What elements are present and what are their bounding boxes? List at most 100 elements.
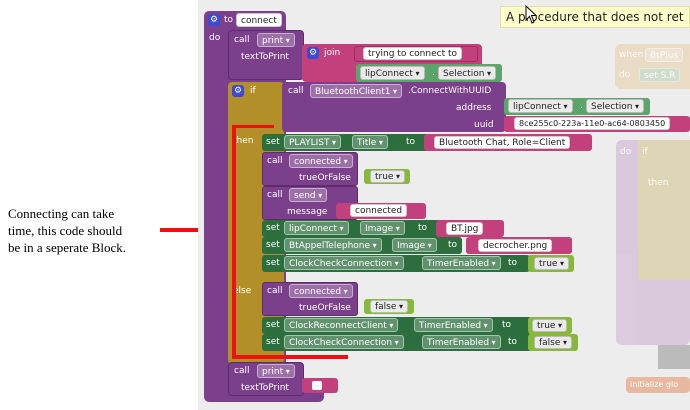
true-or-false-label-else: trueOrFalse: [299, 303, 351, 313]
call-print-call-label: call: [234, 35, 250, 45]
address-dot: .: [580, 101, 583, 111]
join-string-value[interactable]: trying to connect to: [363, 47, 463, 60]
uuid-string-value[interactable]: 8ce255c0-223a-11e0-ac64-0803450: [514, 117, 671, 130]
call-send-label: call: [267, 190, 283, 200]
false-value-dropdown[interactable]: false: [370, 300, 408, 313]
then-label: then: [233, 136, 254, 146]
false-value-dropdown-2[interactable]: false: [534, 336, 572, 349]
uuid-string-block[interactable]: 8ce255c0-223a-11e0-ac64-0803450: [504, 116, 690, 132]
to-label: to: [406, 137, 416, 147]
connect-method-label: .ConnectWithUUID: [408, 86, 492, 96]
call-print2-call-label: call: [234, 366, 250, 376]
bg-when-event-block[interactable]: when BtPlus do set S.R: [615, 44, 690, 89]
call-print-method-dropdown[interactable]: print: [257, 33, 295, 47]
clockreconnect-component-dropdown[interactable]: ClockReconnectClient: [284, 318, 399, 332]
call-print-block[interactable]: call print textToPrint: [228, 30, 304, 80]
mouse-cursor-icon: [525, 5, 538, 24]
call-label: call: [267, 156, 283, 166]
true-value-dropdown-3[interactable]: true: [532, 319, 568, 332]
playlist-title-value[interactable]: Bluetooth Chat, Role=Client: [434, 136, 571, 149]
set-clockcheck-timer-false-block[interactable]: set ClockCheckConnection TimerEnabled to: [262, 334, 532, 351]
connected-method-dropdown-else[interactable]: connected: [289, 284, 353, 298]
bg-initialize-global-block[interactable]: initialize glo: [626, 377, 690, 393]
connected-method-dropdown[interactable]: connected: [289, 154, 353, 168]
false-logic-block-2[interactable]: false: [528, 334, 578, 351]
connected-string-value[interactable]: connected: [350, 204, 408, 217]
join-dot: .: [432, 68, 435, 78]
procedure-name-field[interactable]: connect: [236, 13, 282, 27]
bt-jpg-value[interactable]: BT.jpg: [446, 222, 484, 235]
bluetooth-client-dropdown[interactable]: BluetoothClient1: [310, 84, 403, 98]
connected-string-block[interactable]: connected: [336, 203, 426, 219]
blocks-workspace[interactable]: when BtPlus do set S.R do if then initia…: [198, 0, 690, 410]
set-btappel-image-block[interactable]: set BtAppelTelephone Image to: [262, 237, 462, 254]
true-value-dropdown[interactable]: true: [370, 170, 406, 183]
call-connected-true-block[interactable]: call connected trueOrFalse: [262, 152, 358, 186]
clockcheck-component-dropdown-2[interactable]: ClockCheckConnection: [284, 335, 404, 349]
call-connected-false-block[interactable]: call connected trueOrFalse: [262, 282, 358, 316]
address-component-dropdown[interactable]: lipConnect: [508, 99, 573, 113]
title-prop-dropdown[interactable]: Title: [352, 135, 388, 149]
annotation-pointer-line: [160, 228, 233, 232]
message-label: message: [287, 207, 328, 217]
timer-enabled-prop-dropdown[interactable]: TimerEnabled: [422, 256, 501, 270]
call-print2-method-dropdown[interactable]: print: [257, 364, 295, 378]
true-logic-block[interactable]: true: [364, 169, 410, 184]
set-lipconnect-image-block[interactable]: set lipConnect Image to: [262, 220, 444, 237]
playlist-title-string-block[interactable]: Bluetooth Chat, Role=Client: [424, 134, 592, 151]
address-prop-dropdown[interactable]: Selection: [586, 99, 645, 113]
to-label-4: to: [508, 258, 518, 268]
annotation-line-1: Connecting can take: [8, 206, 115, 221]
set-label-3: set: [266, 240, 280, 250]
true-logic-block-3[interactable]: true: [528, 317, 572, 334]
highlight-bracket-side: [232, 125, 236, 359]
true-or-false-label: trueOrFalse: [299, 173, 351, 183]
bg-if-block[interactable]: if then: [638, 140, 690, 280]
if-gear-icon[interactable]: ⚙: [232, 85, 244, 97]
call-print-block-2[interactable]: call print textToPrint: [228, 362, 304, 396]
join-getter-block[interactable]: lipConnect . Selection: [356, 64, 502, 82]
empty-string-value[interactable]: [312, 381, 322, 390]
set-label-2: set: [266, 223, 280, 233]
annotation-line-2: time, this code should: [8, 223, 123, 238]
bt-jpg-string-block[interactable]: BT.jpg: [436, 220, 504, 237]
timer-enabled-prop-dropdown-2[interactable]: TimerEnabled: [414, 318, 493, 332]
clockcheck-component-dropdown[interactable]: ClockCheckConnection: [284, 256, 404, 270]
connect-with-uuid-block[interactable]: call BluetoothClient1 .ConnectWithUUID a…: [282, 82, 506, 132]
btappel-component-dropdown[interactable]: BtAppelTelephone: [284, 238, 382, 252]
bg-do-label: do: [619, 70, 631, 80]
connect-call-label: call: [288, 86, 304, 96]
empty-string-block[interactable]: [302, 378, 338, 393]
address-getter-block[interactable]: lipConnect . Selection: [504, 98, 650, 115]
join-gear-icon[interactable]: ⚙: [307, 47, 319, 59]
if-label: if: [250, 86, 256, 96]
gear-icon[interactable]: ⚙: [208, 14, 220, 26]
timer-enabled-prop-dropdown-3[interactable]: TimerEnabled: [422, 335, 501, 349]
set-clockreconnect-timer-true-block[interactable]: set ClockReconnectClient TimerEnabled to: [262, 317, 532, 334]
else-label: else: [233, 286, 252, 296]
join-prop-dropdown[interactable]: Selection: [438, 66, 497, 80]
call-label-else: call: [267, 286, 283, 296]
true-value-dropdown-2[interactable]: true: [534, 257, 570, 270]
lipconnect-component-dropdown[interactable]: lipConnect: [284, 221, 349, 235]
image-prop-dropdown[interactable]: Image: [360, 221, 405, 235]
bg-set-block: set S.R: [639, 68, 681, 82]
join-component-dropdown[interactable]: lipConnect: [360, 66, 425, 80]
decrocher-value[interactable]: decrocher.png: [478, 239, 553, 252]
set-label-5: set: [266, 320, 280, 330]
send-method-dropdown[interactable]: send: [289, 188, 328, 202]
proc-do-label: do: [209, 33, 221, 43]
bg-procedure-block[interactable]: do if then: [616, 140, 690, 345]
proc-to-label: to: [224, 15, 234, 25]
decrocher-string-block[interactable]: decrocher.png: [466, 237, 572, 254]
false-logic-block[interactable]: false: [364, 299, 414, 314]
tooltip: A procedure that does not ret: [500, 6, 690, 28]
set-clockcheck-timer-true-block[interactable]: set ClockCheckConnection TimerEnabled to: [262, 255, 530, 272]
to-label-6: to: [508, 337, 518, 347]
join-string-block[interactable]: trying to connect to: [354, 46, 478, 62]
true-logic-block-2[interactable]: true: [528, 255, 574, 272]
image-prop-dropdown-2[interactable]: Image: [392, 238, 437, 252]
set-label-4: set: [266, 258, 280, 268]
playlist-component-dropdown[interactable]: PLAYLIST: [284, 135, 342, 149]
bg-btplus-dropdown: BtPlus: [645, 48, 684, 62]
